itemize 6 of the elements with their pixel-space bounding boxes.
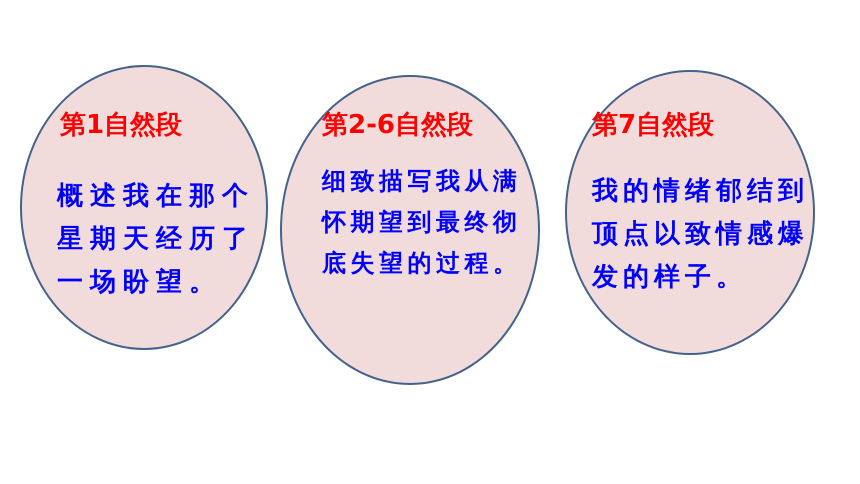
section-heading: 第1自然段 xyxy=(60,109,182,141)
section-heading: 第2-6自然段 xyxy=(322,109,473,141)
summary-text: 细致描写我从满怀期望到最终彻底失望的过程。 xyxy=(322,166,522,279)
summary-text: 我的情绪郁结到顶点以致情感爆发的样子。 xyxy=(592,175,810,294)
summary-text: 概述我在那个星期天经历了一场盼望。 xyxy=(57,180,256,299)
section-heading: 第7自然段 xyxy=(592,109,714,141)
